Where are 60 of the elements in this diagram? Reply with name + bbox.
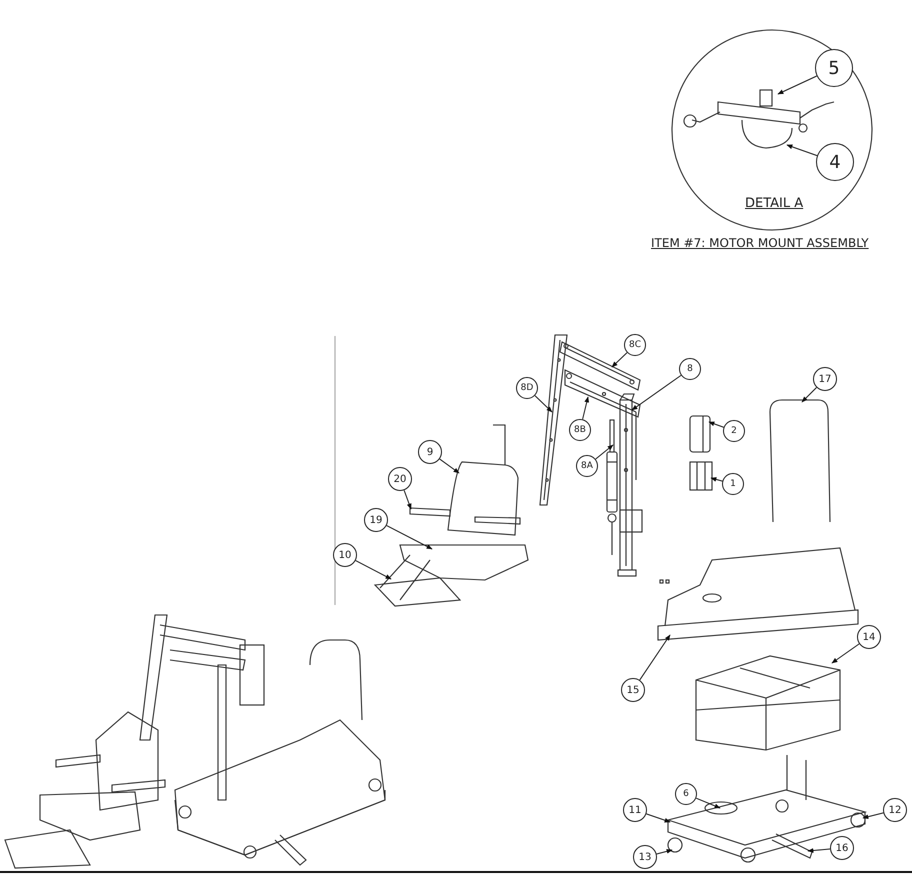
actuator-drawing <box>606 419 618 555</box>
callout-number: 1 <box>722 473 744 495</box>
leader-line <box>696 798 721 808</box>
leader-line <box>534 395 552 412</box>
callout-number: 2 <box>723 420 745 442</box>
leader-line <box>710 477 723 482</box>
leader-line <box>595 444 614 460</box>
leader-line <box>802 386 818 402</box>
leader-line <box>386 525 433 550</box>
leader-line <box>612 352 628 368</box>
leader-line <box>646 813 671 823</box>
callout-number: 8A <box>576 455 598 477</box>
leader-line <box>632 374 682 410</box>
callout-number: 20 <box>388 467 412 491</box>
callout-number: 19 <box>364 508 388 532</box>
seat-pan-drawing <box>399 544 529 581</box>
detail-title: DETAIL A <box>745 196 804 211</box>
motor-mount-drawing <box>683 89 834 149</box>
callout-number: 4 <box>816 143 854 181</box>
callout-number: 11 <box>623 798 647 822</box>
leader-line <box>355 560 392 580</box>
battery-holder-drawing <box>689 461 713 491</box>
callout-number: 15 <box>621 678 645 702</box>
callout-number: 8 <box>679 358 701 380</box>
leader-line <box>656 849 673 854</box>
leader-line <box>786 144 818 156</box>
handle-bar-drawing <box>769 399 831 522</box>
callout-number: 12 <box>883 798 907 822</box>
leader-line <box>404 490 412 510</box>
leader-line <box>807 848 831 853</box>
battery-box-drawing <box>689 415 711 453</box>
callout-number: 16 <box>830 836 854 860</box>
leader-line <box>639 634 670 681</box>
assembly-caption: ITEM #7: MOTOR MOUNT ASSEMBLY <box>651 236 869 250</box>
callout-number: 6 <box>675 783 697 805</box>
leader-line <box>777 76 818 94</box>
callout-number: 17 <box>813 367 837 391</box>
leader-line <box>862 812 884 820</box>
leader-line <box>439 458 460 474</box>
armrest-drawing <box>409 507 521 525</box>
callout-number: 9 <box>418 440 442 464</box>
callout-number: 8C <box>624 334 646 356</box>
front-post-drawing <box>539 334 568 506</box>
weight-blocks-drawing <box>695 655 841 751</box>
callout-number: 14 <box>857 625 881 649</box>
upper-arm-drawing <box>559 341 641 391</box>
mast-post-drawing <box>617 393 643 577</box>
lower-arm-drawing <box>564 369 641 418</box>
base-cover-drawing <box>657 547 859 641</box>
callout-number: 5 <box>815 49 853 87</box>
seat-back-drawing <box>447 424 519 536</box>
leader-line <box>582 396 590 420</box>
leader-line <box>832 643 860 664</box>
callout-number: 8D <box>516 377 538 399</box>
callout-number: 13 <box>633 845 657 869</box>
callout-number: 8B <box>569 419 591 441</box>
footrest-drawing <box>374 554 462 607</box>
callout-number: 10 <box>333 543 357 567</box>
base-frame-drawing <box>666 755 868 863</box>
leader-line <box>708 422 724 428</box>
